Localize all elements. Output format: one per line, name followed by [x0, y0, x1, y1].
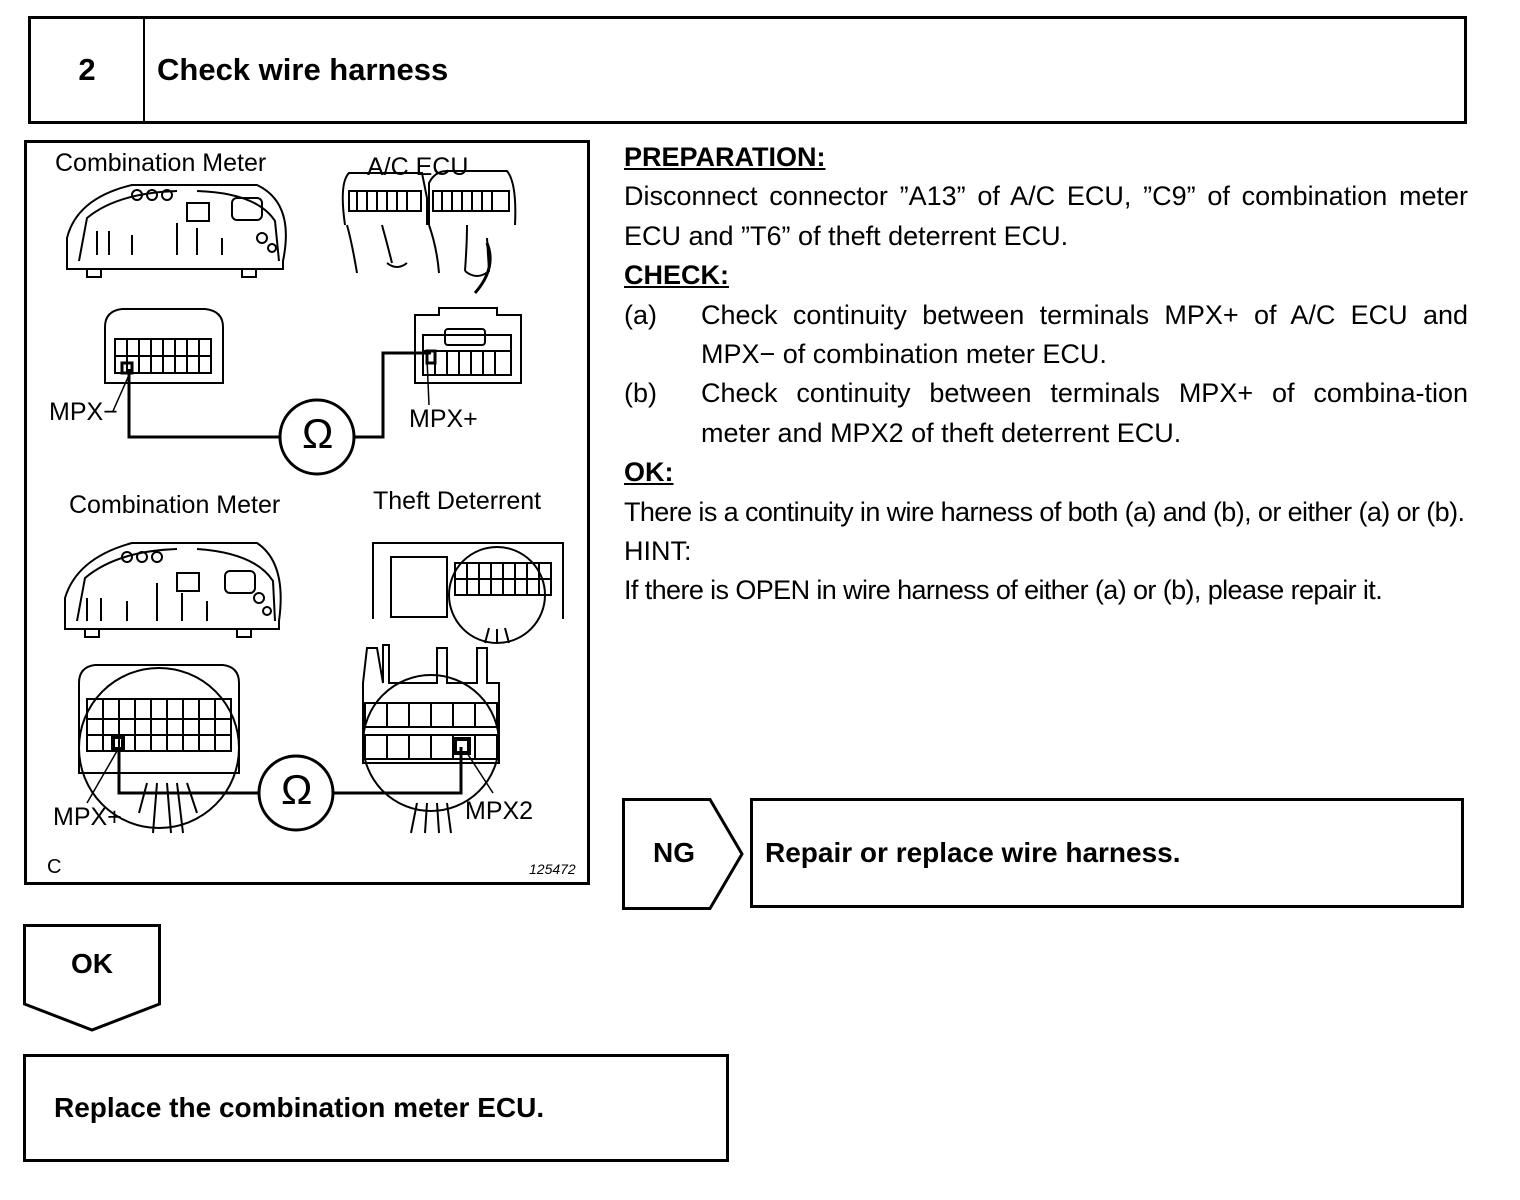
ohmmeter-loop-bottom — [117, 747, 463, 832]
ng-label: NG — [653, 837, 695, 868]
theft-deterrent-ecu-drawing — [372, 542, 564, 644]
check-item-letter: (b) — [624, 378, 657, 409]
ok-heading: OK: — [624, 457, 674, 488]
wiring-illustration: Combination Meter A/C ECU MPX− MPX+ Ω Co… — [24, 140, 590, 885]
procedure-text: PREPARATION: Disconnect connector ”A13” … — [624, 138, 1468, 611]
label-combination-meter-bottom: Combination Meter — [69, 491, 281, 519]
preparation-text: Disconnect connector ”A13” of A/C ECU, ”… — [624, 181, 1468, 251]
theft-deterrent-connector-drawing — [362, 644, 500, 834]
check-item-a: (a) Check continuity between terminals M… — [624, 296, 1468, 375]
check-item-text: Check continuity between terminals MPX+ … — [701, 299, 1468, 370]
preparation-heading: PREPARATION: — [624, 142, 826, 172]
ok-arrow-shape — [23, 924, 161, 1032]
step-header: 2 Check wire harness — [28, 16, 1467, 124]
label-combination-meter-top: Combination Meter — [55, 149, 267, 177]
check-item-letter: (a) — [624, 299, 657, 330]
label-mpx2: MPX2 — [465, 797, 534, 825]
ok-text: There is a continuity in wire harness of… — [624, 496, 1465, 527]
label-mpx-plus-bottom: MPX+ — [53, 803, 122, 831]
label-mpx-minus: MPX− — [49, 398, 118, 426]
figure-corner-letter: C — [47, 856, 62, 878]
ohmmeter-loop-top — [127, 351, 431, 476]
ohm-symbol-top: Ω — [302, 410, 334, 457]
ac-ecu-connector-drawing — [414, 307, 522, 384]
comb-meter-connector-top-drawing — [104, 308, 224, 384]
step-number: 2 — [31, 19, 145, 121]
ohm-symbol-bottom: Ω — [281, 766, 313, 813]
wiring-drawing — [64, 170, 564, 834]
ok-label: OK — [71, 948, 113, 979]
comb-meter-connector-bottom-drawing — [78, 664, 240, 834]
check-heading: CHECK: — [624, 260, 729, 291]
ng-action-box: Repair or replace wire harness. — [750, 798, 1464, 908]
ng-arrow-shape — [622, 798, 744, 910]
combination-meter-bottom-drawing — [64, 542, 282, 638]
combination-meter-top-drawing — [66, 184, 287, 278]
check-item-text: Check continuity between terminals MPX+ … — [701, 378, 1468, 448]
ac-ecu-drawing — [341, 170, 517, 277]
ok-action-box: Replace the combination meter ECU. — [23, 1054, 729, 1162]
hint-heading: HINT: — [624, 536, 692, 567]
label-theft-deterrent: Theft Deterrent — [373, 487, 542, 515]
label-ac-ecu: A/C ECU — [367, 153, 469, 181]
figure-code: 125472 — [529, 861, 576, 877]
hint-text: If there is OPEN in wire harness of eith… — [624, 575, 1383, 606]
label-mpx-plus-top: MPX+ — [409, 405, 478, 433]
step-title: Check wire harness — [157, 52, 449, 87]
check-item-b: (b) Check continuity between terminals M… — [624, 374, 1468, 453]
